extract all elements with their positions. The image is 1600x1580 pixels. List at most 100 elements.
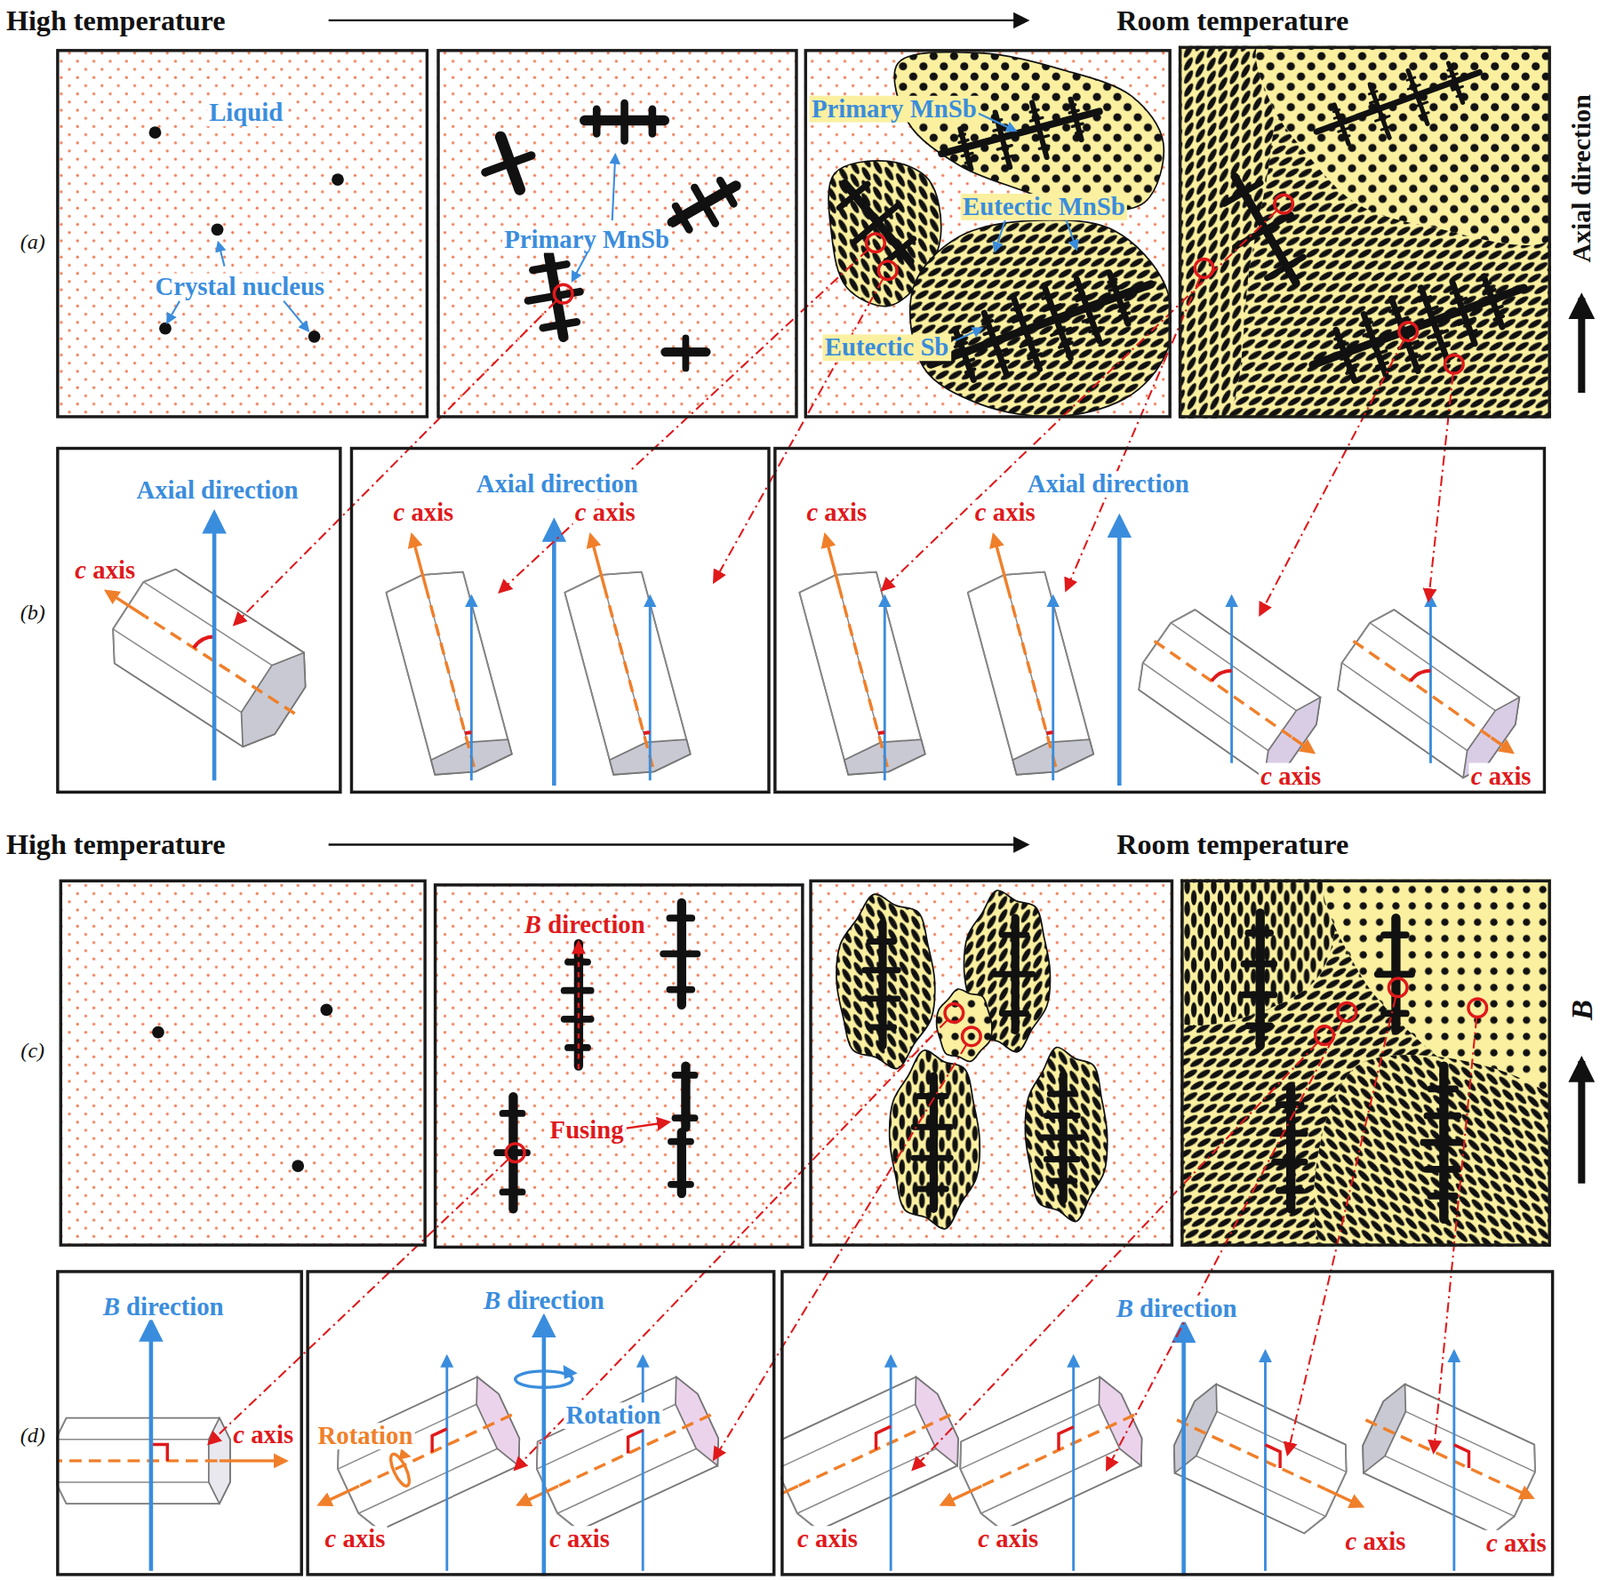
eutectic-texture (836, 894, 936, 1069)
prism-edge (1384, 1456, 1515, 1517)
eutectic-region (1256, 46, 1552, 246)
prism-edge (112, 629, 241, 713)
dendrite-arm (1463, 310, 1476, 344)
dendrite-arm (1015, 932, 1027, 939)
dendrite-arm (882, 967, 898, 974)
dendrite-arm (1034, 136, 1049, 140)
c-axis-arrow (518, 1486, 559, 1505)
prism-edge (56, 1439, 209, 1440)
angle-arc (1211, 671, 1232, 682)
dendrite-arm (578, 959, 588, 967)
dendrite-arm (1407, 77, 1416, 80)
dendrite-arm (1030, 110, 1039, 112)
dendrite-arm (578, 1016, 592, 1024)
direction-arrow (641, 1357, 645, 1572)
panel-label: Axial direction (1024, 471, 1192, 498)
crystal-prism (968, 535, 1094, 781)
direction-arrow (1051, 597, 1055, 782)
liquid-ground (808, 880, 1174, 1248)
prism-edge (385, 592, 432, 761)
rotation-symbol (515, 1371, 573, 1388)
eutectic-texture (1024, 1047, 1107, 1222)
dendrite-arm (1044, 285, 1057, 320)
dendrite-arm (1028, 353, 1041, 359)
prism-body (799, 572, 925, 776)
dendrite-arm (1089, 328, 1101, 332)
dendrite-arm (933, 1093, 946, 1100)
crystal-prism (385, 535, 512, 781)
callout-circle (1445, 354, 1464, 374)
figure-label: Room temperature (1116, 830, 1349, 861)
callout-circle (1337, 1002, 1357, 1022)
leader-line (208, 1160, 508, 1444)
panel-label: c axis (322, 1526, 387, 1553)
dendrite-arm (1492, 299, 1503, 328)
prism-edge (968, 592, 1014, 761)
dendrite-arm (578, 1044, 588, 1052)
prism-body (1174, 1384, 1347, 1535)
panel-art (780, 1270, 1554, 1576)
dendrite (674, 1066, 695, 1128)
prism-face (1098, 1377, 1142, 1467)
callout-circle (1274, 194, 1294, 214)
c-axis-line (981, 1415, 1135, 1487)
prism-edge (799, 592, 845, 761)
dendrite-arm (1432, 320, 1448, 360)
prism-body (1337, 609, 1520, 778)
c-axis-arrow (319, 1486, 360, 1505)
direction-arrow (1452, 1352, 1456, 1572)
crystal-prism (564, 535, 690, 781)
callout-circle (962, 1027, 982, 1047)
dendrite-arm (882, 938, 895, 945)
panel-label: B direction (522, 912, 648, 939)
panel-art (1178, 46, 1552, 419)
leader-line (1260, 340, 1404, 615)
c-axis-line (840, 589, 888, 768)
eutectic-texture (936, 989, 992, 1062)
panel-label: Fusing (547, 1117, 626, 1144)
panel-box: Axial directionc axisc axis (350, 447, 771, 794)
c-axis-line (426, 589, 474, 768)
dendrite-arm (1342, 136, 1350, 139)
dendrite-arm (960, 359, 974, 364)
prism-edge (960, 1441, 962, 1470)
dendrite-arm (1260, 960, 1275, 968)
dendrite (1042, 1075, 1080, 1200)
figure-label: High temperature (6, 5, 226, 36)
dendrite-arm (1290, 1130, 1305, 1138)
direction-arrow (883, 597, 887, 782)
dendrite-arm (512, 1189, 522, 1197)
dendrite-arm (1011, 305, 1023, 310)
eutectic-texture (889, 1050, 981, 1230)
dendrite-arm (681, 1181, 691, 1189)
direction-arrow (542, 1318, 547, 1576)
dendrite-arm (1363, 330, 1377, 336)
prism-edge (1004, 572, 1045, 576)
panel-ground (59, 880, 427, 1248)
dendrite (994, 918, 1032, 1031)
crystal-prism (942, 1357, 1143, 1572)
eutectic-region (894, 52, 1164, 211)
c-axis-line (1365, 1420, 1513, 1490)
panel-letter: (b) (20, 600, 46, 624)
dendrite-arm (993, 128, 1007, 132)
crystal-nucleus (331, 173, 344, 186)
dendrite-arm (528, 296, 557, 302)
crystal-nucleus (308, 330, 321, 344)
dendrite-arm (1069, 110, 1079, 113)
leader-line (714, 279, 884, 582)
crystal-nucleus (211, 223, 224, 236)
dendrite-arm (1407, 355, 1420, 360)
panel-label: Rotation (563, 1402, 663, 1430)
leader-line (912, 1043, 1318, 1471)
panel-box: Axial directionc axis (56, 447, 342, 794)
dendrite-arm (997, 361, 1008, 366)
dendrite-arm (1483, 289, 1496, 295)
dendrite-arm (1376, 362, 1388, 367)
panel-art (1180, 880, 1552, 1248)
prism-body (337, 1377, 520, 1532)
dendrite (485, 136, 532, 190)
leader-arrow (626, 1122, 669, 1129)
time-arrow (328, 843, 1027, 846)
dendrite-arm (1494, 316, 1504, 320)
